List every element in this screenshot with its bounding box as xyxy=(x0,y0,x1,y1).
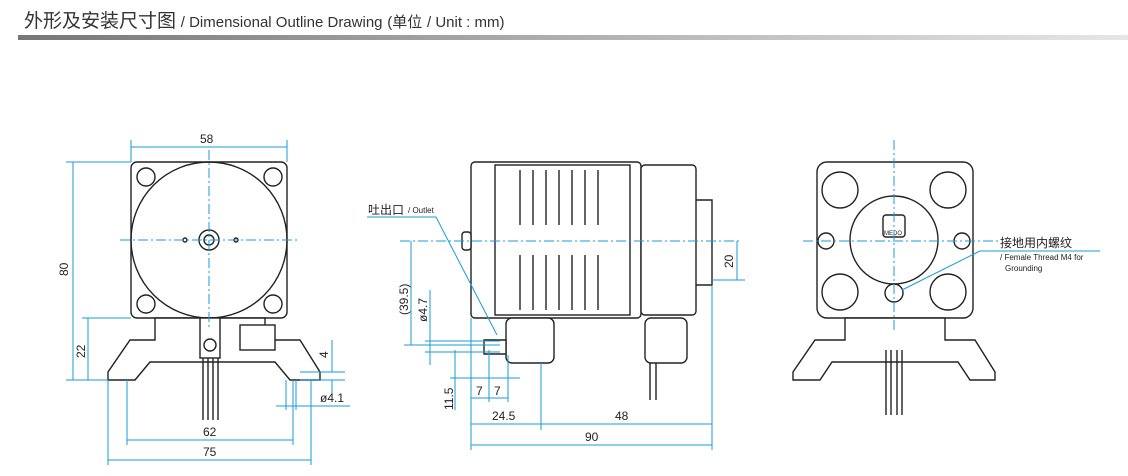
ground-label-cn: 接地用内螺纹 xyxy=(1000,235,1072,250)
front-view: 58 80 22 62 75 4 ø4.1 xyxy=(57,132,350,465)
dim-hole-dia: ø4.1 xyxy=(320,391,344,405)
rear-view: MEDO 接地用内螺纹 / Female Thread M4 for Groun… xyxy=(792,140,1100,415)
dim-4: 4 xyxy=(317,351,331,358)
unit-cn: (单位 xyxy=(387,14,423,31)
dim-39-5: (39.5) xyxy=(397,284,411,315)
dim-62: 62 xyxy=(203,425,217,439)
outlet-label-en: / Outlet xyxy=(408,206,435,215)
title-en: / Dimensional Outline Drawing xyxy=(180,14,383,31)
dim-48: 48 xyxy=(615,409,629,423)
dim-80: 80 xyxy=(57,262,71,276)
ground-label-en2: Grounding xyxy=(1005,264,1042,273)
dim-11-5: 11.5 xyxy=(442,387,456,410)
title-cn: 外形及安装尺寸图 xyxy=(24,10,177,32)
screw-icon xyxy=(136,167,283,314)
dim-outlet-dia: ø4.7 xyxy=(416,298,430,322)
dim-75: 75 xyxy=(203,445,217,459)
logo-text: MEDO xyxy=(884,231,902,237)
dim-7a: 7 xyxy=(476,384,483,398)
dim-58: 58 xyxy=(200,132,214,146)
dim-7b: 7 xyxy=(494,384,501,398)
unit-en: / Unit : mm) xyxy=(426,14,505,31)
ground-label-en: / Female Thread M4 for xyxy=(1000,253,1084,262)
dim-22: 22 xyxy=(74,344,88,358)
dim-20: 20 xyxy=(722,254,736,268)
cooling-fins xyxy=(519,170,599,310)
outlet-label-cn: 吐出口 xyxy=(368,203,404,217)
title-divider xyxy=(18,35,1128,40)
dim-90: 90 xyxy=(585,430,599,444)
dim-24-5: 24.5 xyxy=(492,409,516,423)
side-view: 吐出口 / Outlet (39.5) ø4.7 11.5 7 7 24.5 4… xyxy=(367,161,745,450)
page-title: 外形及安装尺寸图 / Dimensional Outline Drawing (… xyxy=(24,6,504,33)
